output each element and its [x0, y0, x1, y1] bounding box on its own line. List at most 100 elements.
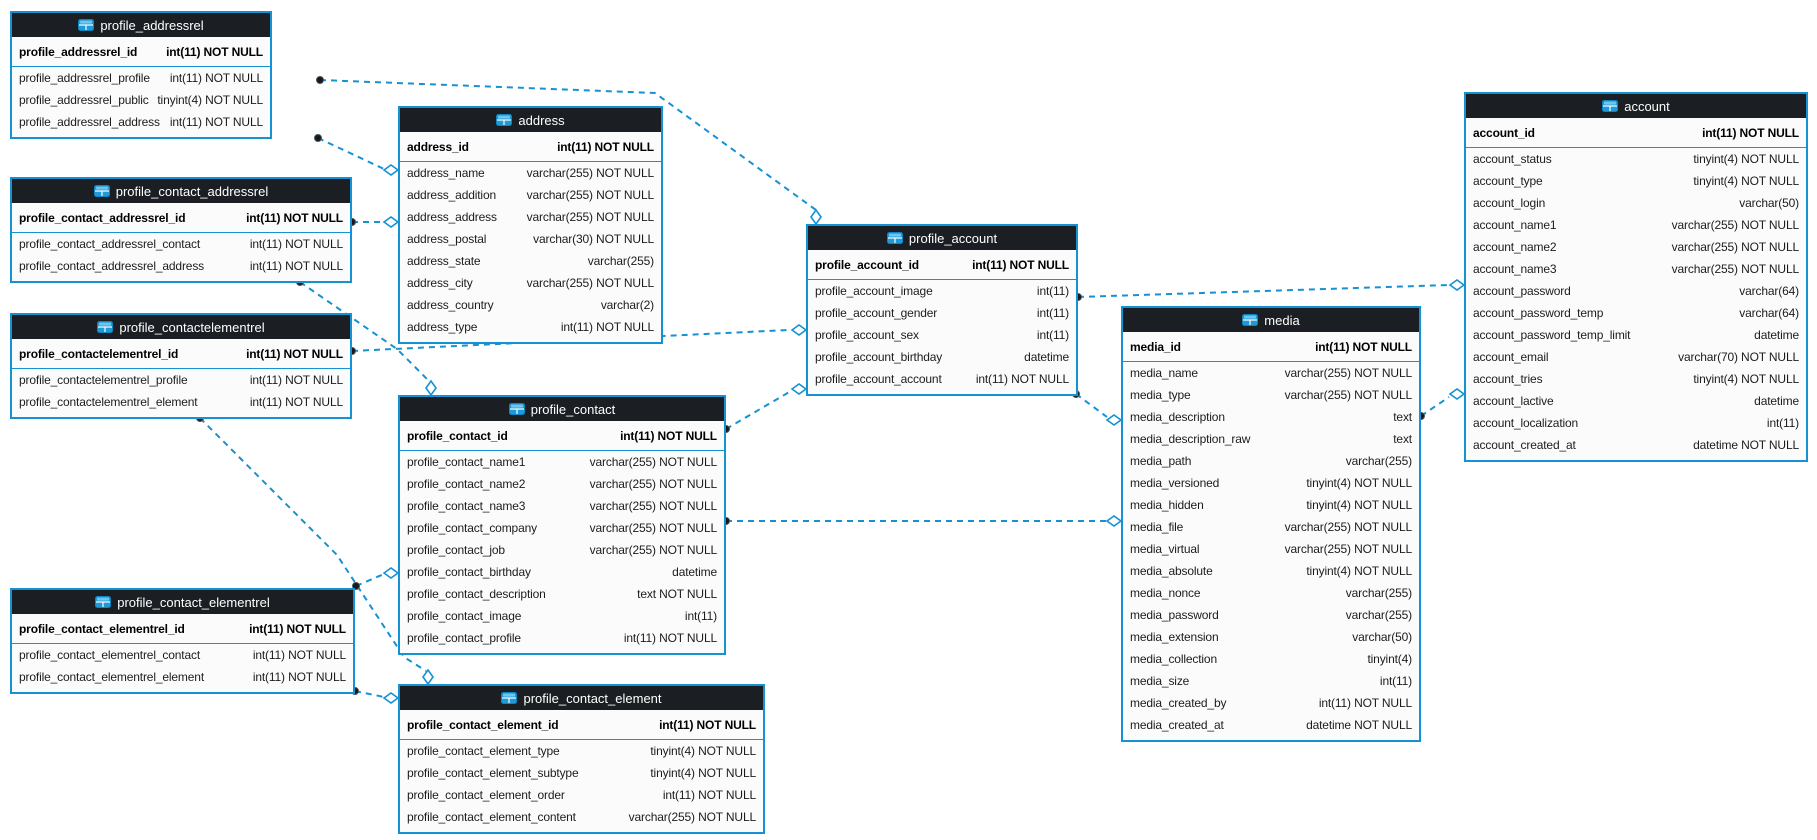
relationship-line[interactable]: [354, 690, 385, 698]
relationship-line[interactable]: [351, 329, 789, 352]
table-header[interactable]: profile_contact_element: [400, 686, 763, 710]
relationship-profile_addressrel--address[interactable]: [314, 134, 400, 176]
relationship-media--account[interactable]: [1417, 388, 1466, 420]
table-header[interactable]: profile_contact_addressrel: [12, 179, 350, 203]
table-header[interactable]: account: [1466, 94, 1806, 118]
relationship-line[interactable]: [725, 390, 792, 430]
table-header[interactable]: profile_addressrel: [12, 13, 270, 37]
relationship-profile_contact--profile_account[interactable]: [722, 383, 808, 433]
relationship-line[interactable]: [1077, 284, 1450, 298]
table-header[interactable]: address: [400, 108, 661, 132]
relationship-profile_account--media[interactable]: [1072, 390, 1123, 426]
table-header[interactable]: media: [1123, 308, 1419, 332]
relationship-profile_contact_elementrel--profile_contact[interactable]: [352, 567, 400, 590]
table-header[interactable]: profile_contact_elementrel: [12, 590, 353, 614]
relationship-line[interactable]: [199, 417, 427, 672]
relationship-profile_contact--media[interactable]: [722, 515, 1123, 527]
table-header[interactable]: profile_account: [808, 226, 1076, 250]
table-header[interactable]: profile_contactelementrel: [12, 315, 350, 339]
relationship-profile_contact_addressrel--address[interactable]: [348, 216, 400, 228]
relationship-line[interactable]: [317, 137, 385, 170]
relationship-line[interactable]: [1075, 393, 1108, 418]
relationship-line[interactable]: [355, 573, 385, 587]
relationship-profile_contact_elementrel--profile_contact_element[interactable]: [351, 687, 400, 704]
